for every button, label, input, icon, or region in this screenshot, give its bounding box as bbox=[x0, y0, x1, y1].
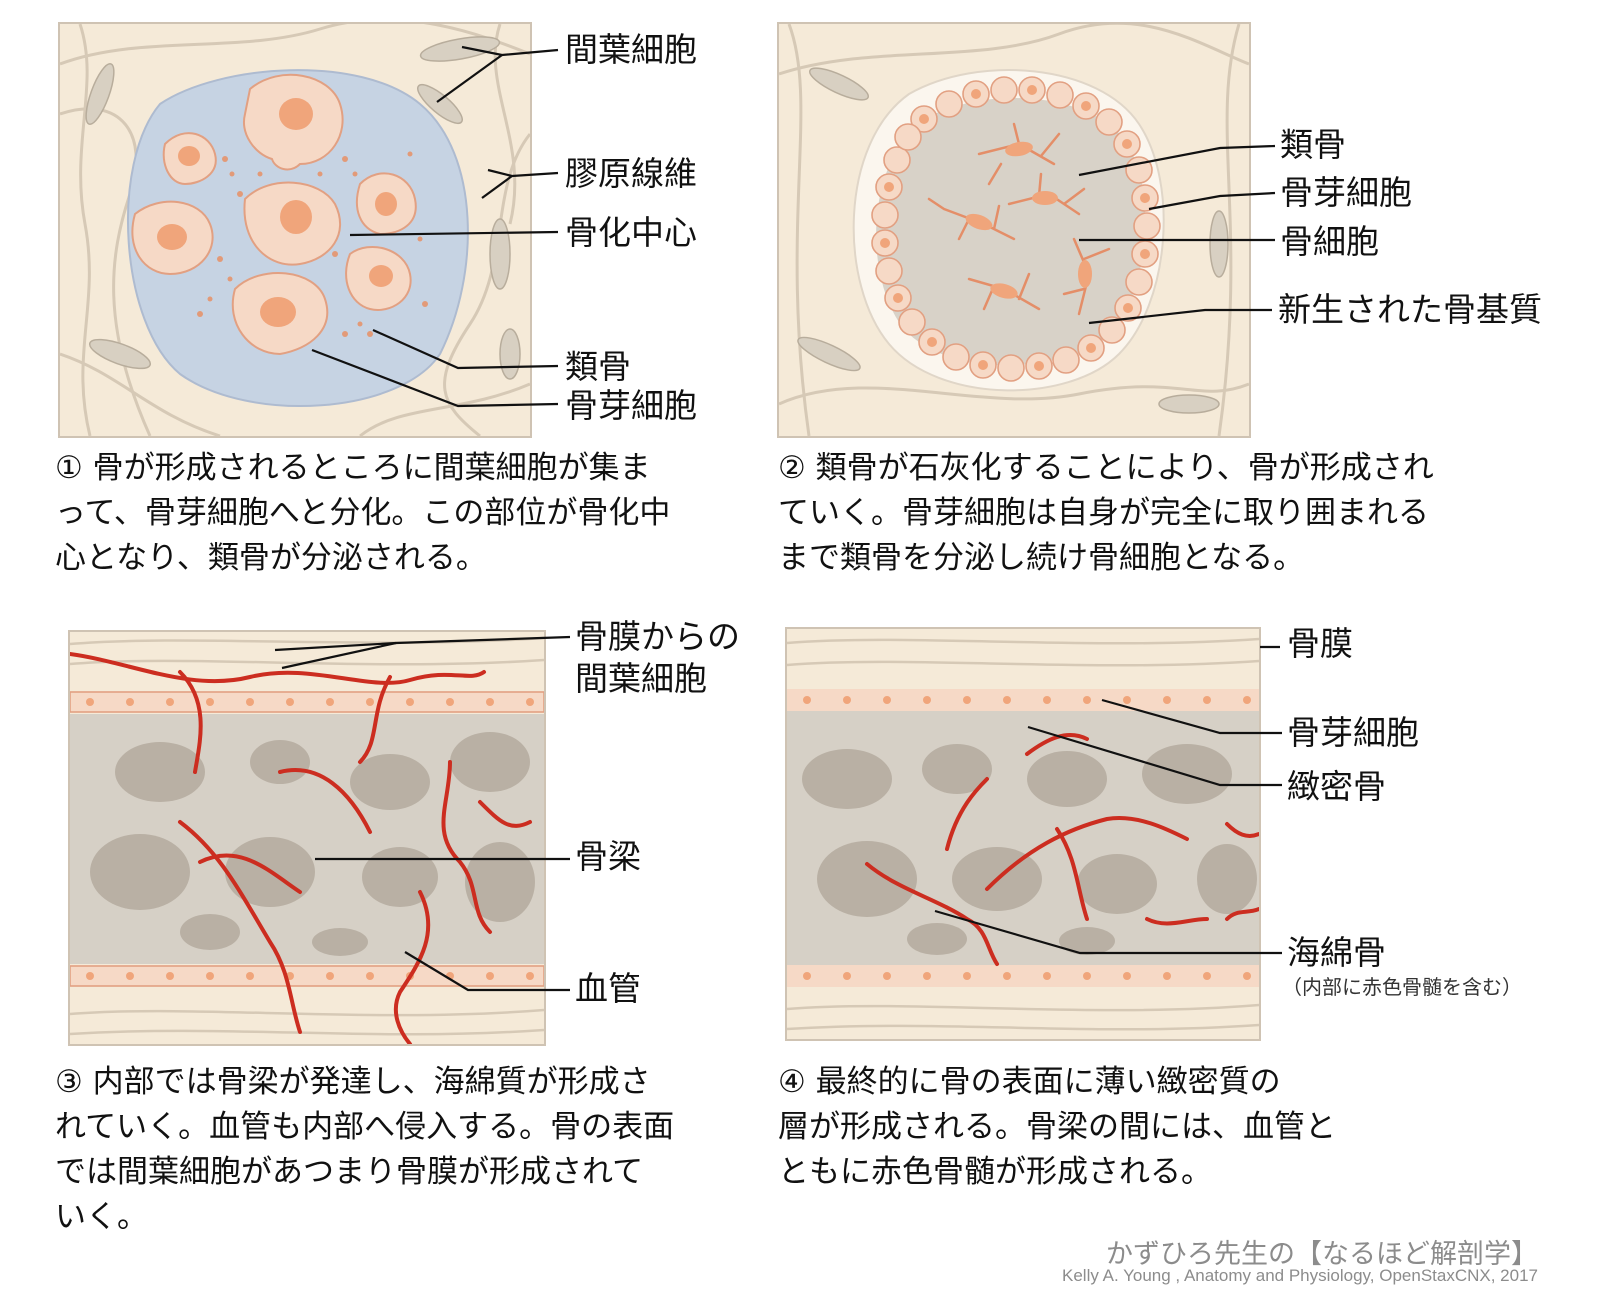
credit-title: かずひろ先生の【なるほど解剖学】 bbox=[1106, 1239, 1538, 1270]
panel-3-illustration bbox=[68, 630, 546, 1046]
credit-source: Kelly A. Young , Anatomy and Physiology,… bbox=[1062, 1266, 1538, 1285]
panel-4-illustration bbox=[785, 627, 1261, 1041]
label-ossification-center: 骨化中心 bbox=[565, 213, 697, 252]
osteoid-matrix bbox=[876, 97, 1146, 366]
caption-panel-4: ④ 最終的に骨の表面に薄い緻密質の 層が形成される。骨梁の間には、血管と ともに… bbox=[778, 1064, 1336, 1190]
caption-panel-2: ② 類骨が石灰化することにより、骨が形成され ていく。骨芽細胞は自身が完全に取り… bbox=[778, 450, 1434, 576]
label-mesenchymal-cells: 間葉細胞 bbox=[565, 30, 697, 69]
label-collagen-fibers: 膠原線維 bbox=[565, 154, 697, 193]
label-spongy-bone: 海綿骨 bbox=[1287, 933, 1386, 972]
label-periosteal-mesenchymal-line2: 間葉細胞 bbox=[575, 659, 707, 698]
label-spongy-bone-note: （内部に赤色骨髄を含む） bbox=[1282, 975, 1522, 999]
osteoid-calcification-illustration bbox=[779, 24, 1249, 436]
label-new-bone-matrix: 新生された骨基質 bbox=[1278, 290, 1542, 329]
label-osteoblasts: 骨芽細胞 bbox=[565, 386, 697, 425]
label-osteocytes: 骨細胞 bbox=[1280, 222, 1379, 261]
label-periosteum: 骨膜 bbox=[1287, 624, 1353, 663]
panel-1-illustration bbox=[58, 22, 532, 438]
label-osteoid: 類骨 bbox=[565, 347, 631, 386]
ossification-center-illustration bbox=[60, 24, 530, 436]
label-compact-bone: 緻密骨 bbox=[1287, 767, 1386, 806]
panel-2-illustration bbox=[777, 22, 1251, 438]
label-osteoid-2: 類骨 bbox=[1280, 125, 1346, 164]
caption-panel-3: ③ 内部では骨梁が発達し、海綿質が形成さ れていく。血管も内部へ侵入する。骨の表… bbox=[55, 1064, 675, 1235]
label-osteoblasts-4: 骨芽細胞 bbox=[1287, 713, 1419, 752]
compact-spongy-bone-illustration bbox=[787, 629, 1259, 1039]
label-trabeculae: 骨梁 bbox=[575, 837, 641, 876]
caption-panel-1: ① 骨が形成されるところに間葉細胞が集ま って、骨芽細胞へと分化。この部位が骨化… bbox=[55, 450, 671, 576]
label-blood-vessels: 血管 bbox=[575, 969, 641, 1008]
label-osteoblasts-2: 骨芽細胞 bbox=[1280, 173, 1412, 212]
label-periosteal-mesenchymal-line1: 骨膜からの bbox=[575, 617, 740, 656]
trabeculae-formation-illustration bbox=[70, 632, 544, 1044]
